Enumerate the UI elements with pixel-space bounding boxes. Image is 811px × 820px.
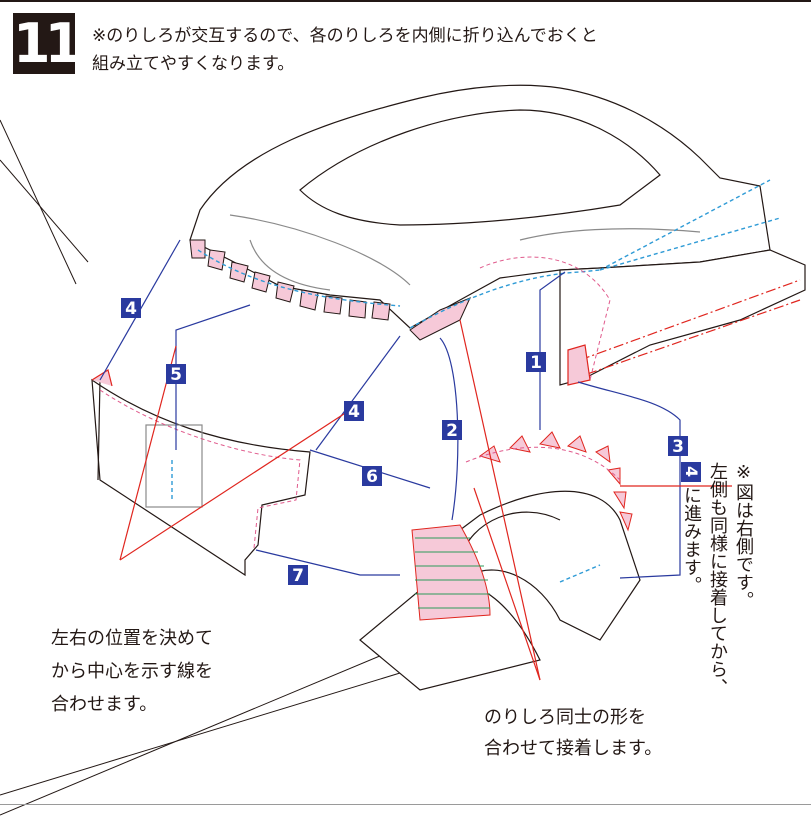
corner-leader-line bbox=[0, 672, 401, 796]
note-side-line-3: 4 に進みます。 bbox=[678, 462, 704, 702]
corner-leader-line bbox=[0, 644, 407, 816]
corner-leader-line bbox=[0, 159, 89, 263]
badge-label: 6 bbox=[366, 467, 378, 487]
side-panel bbox=[559, 249, 806, 386]
step-number-badge: 11 bbox=[13, 12, 82, 75]
hatched-panel bbox=[411, 524, 491, 621]
note-left-line-1: 左右の位置を決めて bbox=[51, 628, 213, 649]
badge-4-lower: 4 bbox=[344, 401, 364, 422]
note-side-badge: 4 bbox=[681, 462, 701, 482]
instruction-line-1: ※のりしろが交互するので、各のりしろを内側に折り込んでおくと bbox=[92, 26, 598, 46]
note-side-line-2: 左側も同様に接着してから、 bbox=[707, 462, 728, 696]
badge-4-upper: 4 bbox=[121, 298, 141, 319]
alignment-dashes bbox=[171, 179, 781, 583]
rear-bumper-panel bbox=[91, 369, 311, 577]
note-bottom-line-2: 合わせて接着します。 bbox=[484, 738, 663, 759]
badge-label: 3 bbox=[672, 437, 684, 457]
note-bottom: のりしろ同士の形を 合わせて接着します。 bbox=[484, 702, 662, 764]
bottom-rule bbox=[0, 804, 811, 805]
note-left-line-2: から中心を示す線を bbox=[51, 661, 213, 682]
badge-label: 4 bbox=[348, 402, 360, 422]
corner-leader-line bbox=[0, 119, 77, 285]
spoiler-tabs bbox=[189, 239, 471, 341]
note-side: ※図は右側です。 左側も同様に接着してから、 4 に進みます。 bbox=[678, 462, 756, 702]
badge-label: 2 bbox=[446, 421, 458, 441]
note-left: 左右の位置を決めて から中心を示す線を 合わせます。 bbox=[51, 622, 213, 721]
badge-6: 6 bbox=[362, 466, 382, 487]
badge-label: 5 bbox=[170, 365, 182, 385]
instruction-line-2: 組み立てやすくなります。 bbox=[92, 54, 295, 74]
badge-5: 5 bbox=[166, 364, 186, 385]
car-body bbox=[189, 84, 771, 329]
badge-7: 7 bbox=[288, 565, 308, 586]
top-rule bbox=[0, 0, 811, 2]
note-side-line-3-text: に進みます。 bbox=[681, 486, 702, 594]
note-bottom-line-1: のりしろ同士の形を bbox=[484, 707, 646, 728]
badge-3: 3 bbox=[668, 436, 688, 457]
badge-label: 4 bbox=[125, 299, 137, 319]
badge-label: 7 bbox=[292, 566, 304, 586]
badge-2: 2 bbox=[442, 420, 462, 441]
note-side-line-1: ※図は右側です。 bbox=[733, 462, 754, 609]
badge-1: 1 bbox=[526, 352, 546, 373]
note-left-line-3: 合わせます。 bbox=[51, 694, 158, 715]
floor-panel bbox=[359, 490, 641, 691]
badge-label: 1 bbox=[530, 353, 542, 373]
fold-lines bbox=[99, 256, 621, 549]
instruction-text: ※のりしろが交互するので、各のりしろを内側に折り込んでおくと 組み立てやすくなり… bbox=[92, 22, 742, 78]
number-badges: 4 5 4 2 1 3 6 7 bbox=[121, 298, 688, 586]
